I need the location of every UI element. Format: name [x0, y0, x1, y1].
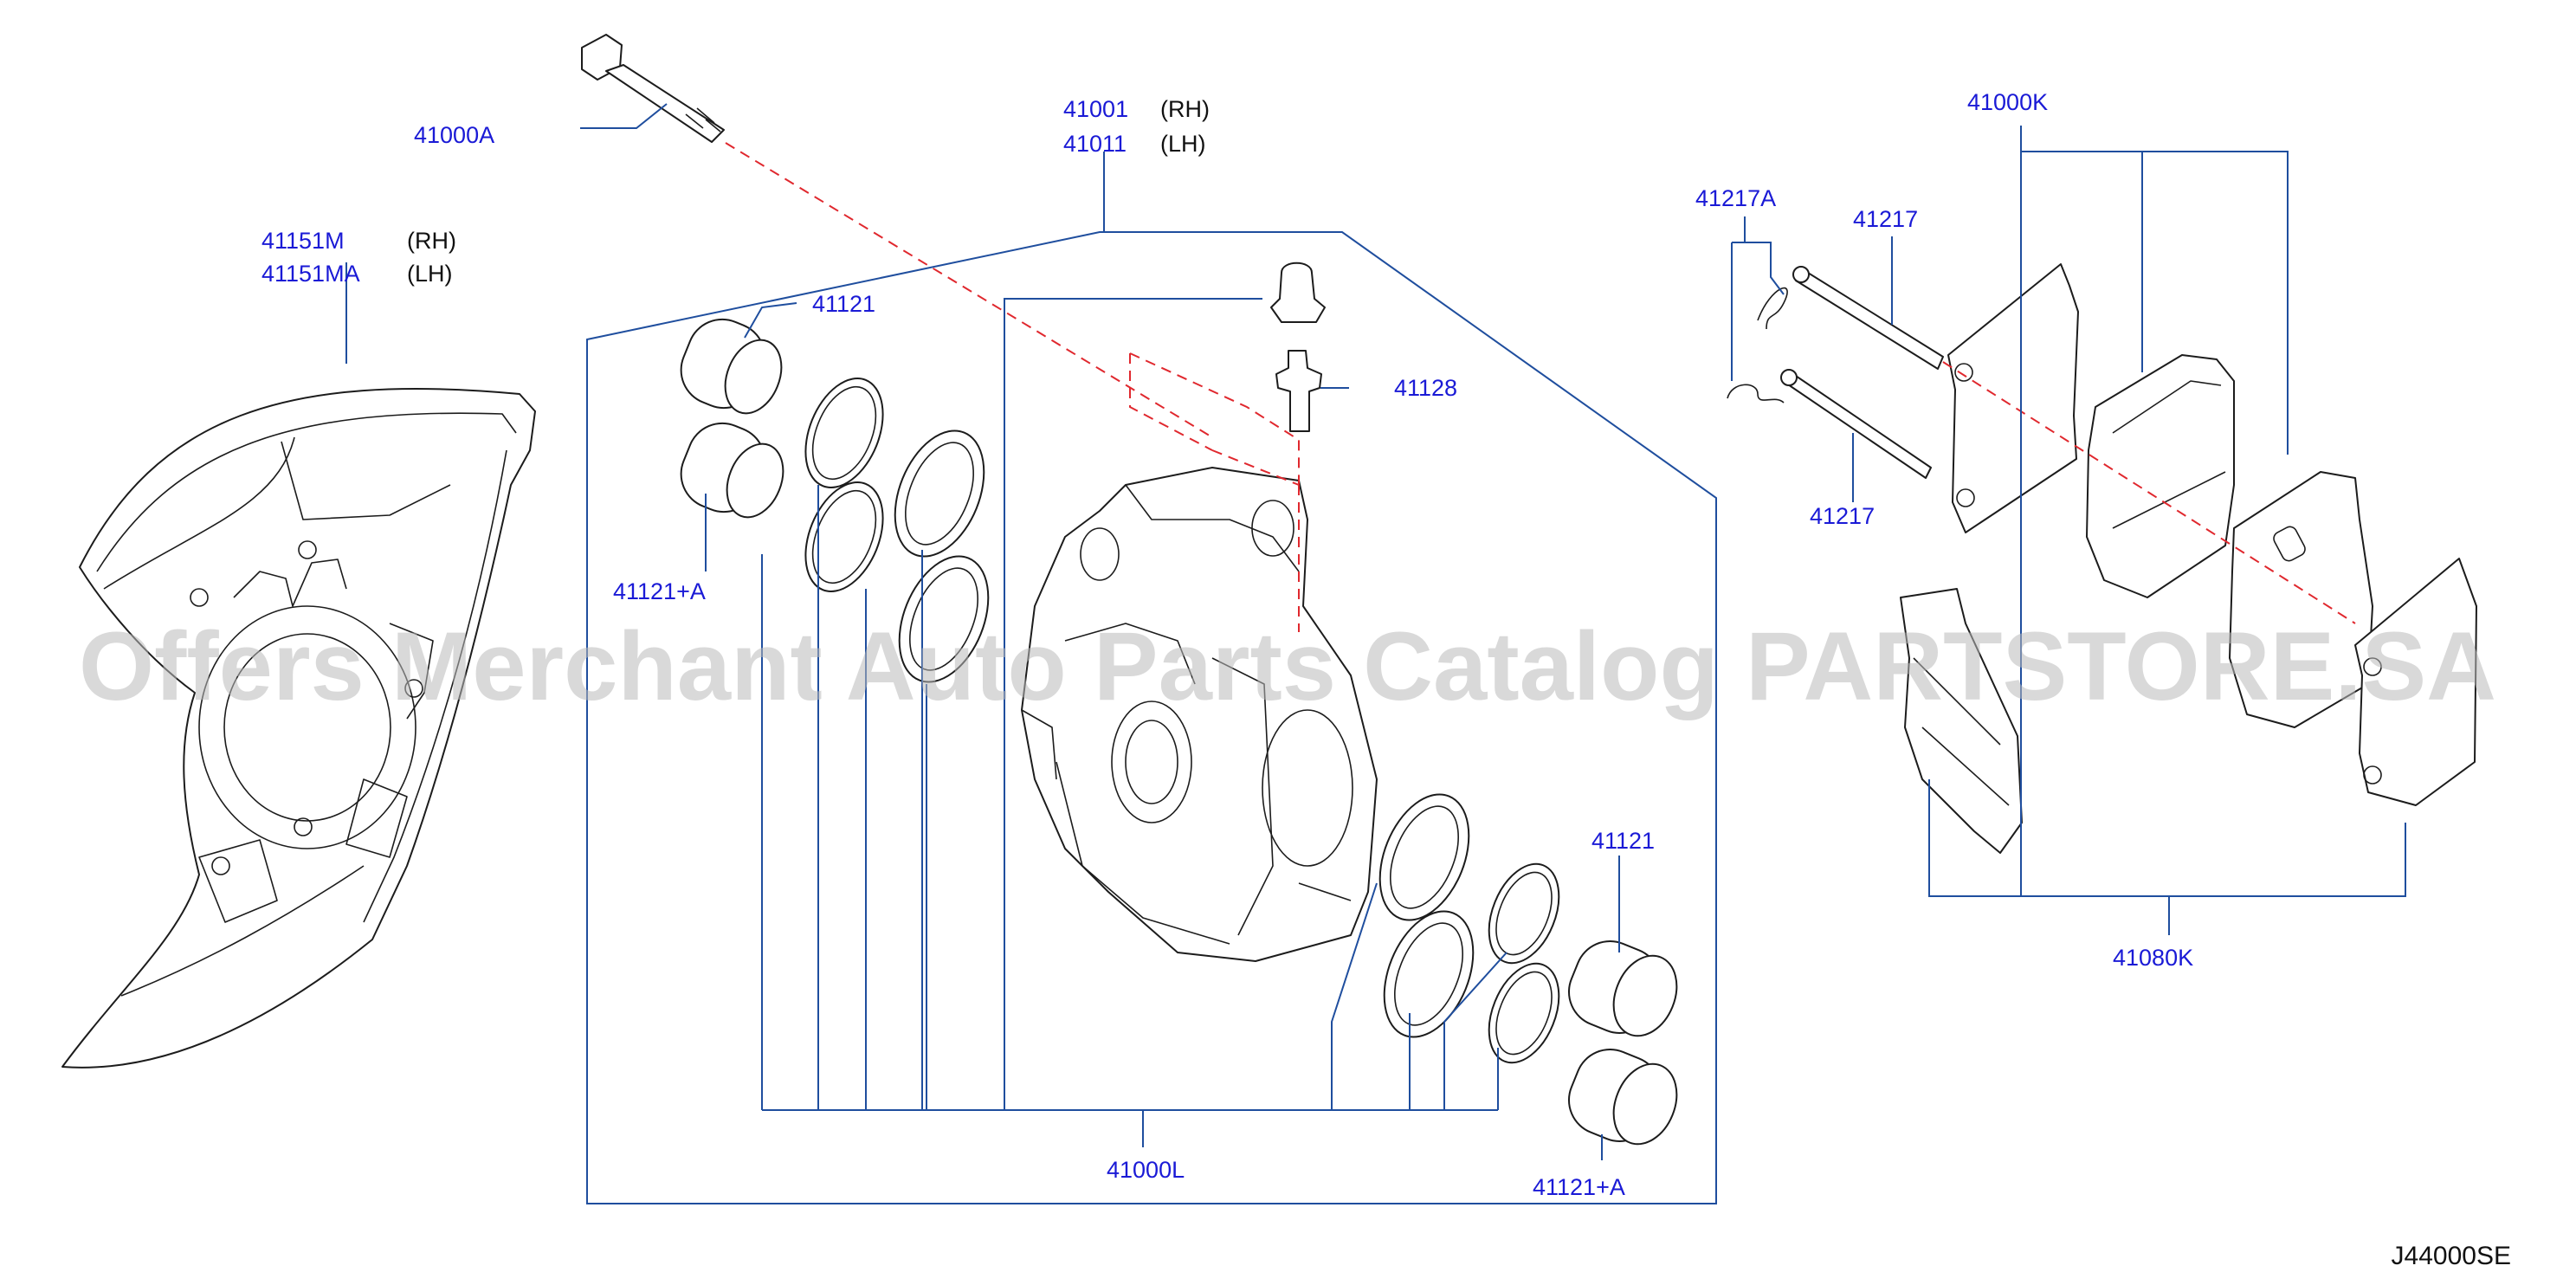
callout-piston-top[interactable]: 41121 [812, 291, 875, 317]
bolt-drawing [581, 34, 725, 143]
left-piston-group-drawing [680, 318, 990, 683]
leader-lines [345, 103, 2406, 1204]
callout-clip[interactable]: 41217A [1695, 185, 1776, 211]
callout-labels: 41000A 41001 (RH) 41011 (LH) 41151M (RH)… [261, 89, 2193, 1200]
callout-pin-bottom[interactable]: 41217 [1810, 503, 1875, 529]
callout-caliper-lh[interactable]: 41011 [1063, 131, 1127, 157]
callout-shield-rh[interactable]: 41151M [261, 228, 345, 254]
bleeder-screw-drawing [1270, 262, 1326, 432]
callout-bolt[interactable]: 41000A [414, 122, 494, 148]
side-label-lh: (LH) [407, 261, 453, 287]
callout-caliper-rh[interactable]: 41001 [1063, 96, 1128, 122]
callout-piston-bottom-a[interactable]: 41121+A [1533, 1174, 1625, 1200]
side-label-rh: (RH) [407, 228, 456, 254]
dust-shield-drawing [61, 387, 536, 1069]
callout-pad-kit[interactable]: 41000K [1967, 89, 2048, 115]
diagram-code: J44000SE [2392, 1242, 2511, 1270]
callout-shield-lh[interactable]: 41151MA [261, 261, 360, 287]
callout-pin-top[interactable]: 41217 [1853, 206, 1918, 232]
callout-seal-kit[interactable]: 41000L [1107, 1157, 1185, 1183]
centerlines [725, 142, 2356, 632]
caliper-body-drawing [1021, 467, 1378, 962]
watermark-text: Offers Merchant Auto Parts Catalog PARTS… [79, 612, 2496, 720]
pad-kit-drawing [1727, 263, 2477, 854]
right-piston-group-drawing [1378, 793, 1678, 1146]
side-label-rh: (RH) [1160, 96, 1210, 122]
callout-shim-kit[interactable]: 41080K [2113, 945, 2193, 971]
callout-bleeder[interactable]: 41128 [1394, 375, 1457, 401]
side-label-lh: (LH) [1160, 131, 1206, 157]
callout-piston-bottom[interactable]: 41121 [1591, 828, 1655, 854]
callout-piston-top-a[interactable]: 41121+A [613, 578, 706, 604]
